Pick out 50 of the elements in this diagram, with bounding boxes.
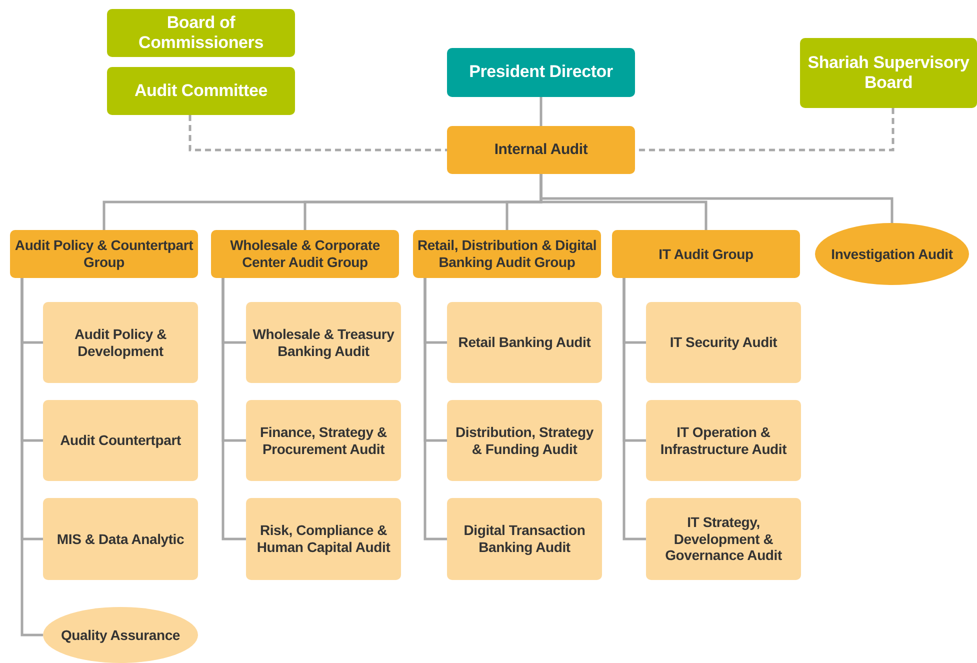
connector-line — [540, 97, 542, 126]
node-label: Investigation Audit — [831, 246, 953, 262]
department-box — [413, 230, 601, 278]
unit-box — [447, 400, 602, 481]
node-label: IT Audit Group — [658, 246, 754, 262]
unit-box — [447, 302, 602, 383]
department-box — [211, 230, 399, 278]
unit-box — [246, 400, 401, 481]
node-label: Finance, Strategy & Procurement Audit — [259, 424, 388, 458]
node-label: IT Strategy, Development & Governance Audit — [664, 514, 783, 564]
unit-box — [43, 302, 198, 383]
node-label: Audit Countertpart — [60, 432, 181, 449]
node-label: Internal Audit — [494, 141, 588, 159]
department-box — [447, 126, 635, 174]
unit-box — [246, 302, 401, 383]
node-label: Risk, Compliance & Human Capital Audit — [256, 522, 392, 556]
department-box — [107, 9, 295, 57]
connector-line — [622, 278, 646, 540]
node-label: IT Security Audit — [670, 334, 778, 351]
connector-line — [222, 278, 246, 540]
unit-box — [646, 302, 801, 383]
unit-box — [646, 400, 801, 481]
connector-line — [188, 115, 447, 152]
node-label: Shariah Supervisory Board — [806, 52, 970, 94]
node-label: Retail, Distribution & Digital Banking Audit Group — [417, 237, 597, 271]
unit-box — [43, 400, 198, 481]
node-label: Wholesale & Corporate Center Audit Group — [229, 237, 381, 271]
unit-box — [43, 498, 198, 580]
node-label: Audit Policy & Countertpart Group — [14, 237, 194, 271]
connector-line — [20, 278, 43, 636]
node-label: Quality Assurance — [60, 626, 180, 644]
node-label: Audit Committee — [134, 80, 268, 102]
node-label: Wholesale & Treasury Banking Audit — [252, 326, 396, 360]
department-box — [107, 67, 295, 115]
department-box — [447, 48, 635, 97]
unit-box — [646, 498, 801, 580]
department-box — [800, 38, 977, 108]
node-label: Board of Commissioners — [138, 12, 264, 54]
node-label: President Director — [469, 62, 613, 83]
unit-box — [447, 498, 602, 580]
department-box — [612, 230, 800, 278]
department-box — [10, 230, 198, 278]
connector-line — [424, 278, 447, 540]
node-label: MIS & Data Analytic — [56, 530, 184, 548]
node-label: IT Operation & Infrastructure Audit — [659, 424, 788, 458]
node-label: Digital Transaction Banking Audit — [462, 522, 586, 556]
node-label: Audit Policy & Development — [73, 326, 168, 360]
node-label: Distribution, Strategy & Funding Audit — [454, 424, 594, 458]
unit-box — [246, 498, 401, 580]
node-label: Retail Banking Audit — [458, 334, 591, 351]
